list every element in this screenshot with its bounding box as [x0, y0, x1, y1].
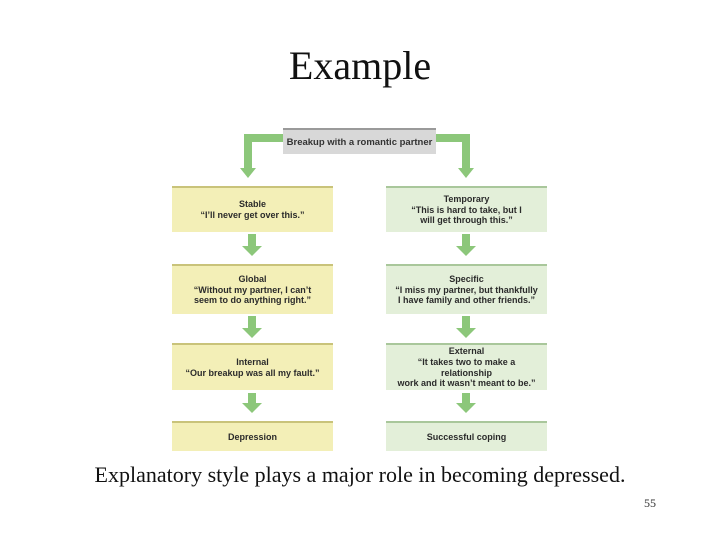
external-label: External	[448, 345, 485, 356]
stable-label: Stable	[238, 199, 266, 210]
temporary-label: Temporary	[443, 193, 490, 204]
internal-label: Internal	[236, 356, 269, 367]
root-to-temporary-arrowhead	[458, 168, 474, 178]
successful-coping-label: Successful coping	[426, 431, 507, 442]
right-arrow-2	[456, 316, 476, 338]
specific-quote: “I miss my partner, but thankfully I hav…	[395, 284, 538, 306]
stable-quote: “I’ll never get over this.”	[200, 210, 305, 220]
internal-box: Internal “Our breakup was all my fault.”	[172, 343, 333, 390]
left-arrow-2	[242, 316, 262, 338]
external-quote: “It takes two to make a relationship wor…	[397, 356, 536, 389]
root-to-stable-arrowhead	[240, 168, 256, 178]
left-arrow-1	[242, 234, 262, 256]
right-arrow-3	[456, 393, 476, 413]
internal-quote: “Our breakup was all my fault.”	[185, 367, 320, 378]
root-to-temporary-arrow	[436, 134, 470, 170]
global-quote: “Without my partner, I can’t seem to do …	[193, 284, 312, 306]
slide-title: Example	[288, 43, 432, 88]
slide-caption: Explanatory style plays a major role in …	[94, 462, 626, 487]
stable-box: Stable “I’ll never get over this.”	[172, 186, 333, 232]
temporary-box: Temporary “This is hard to take, but I w…	[386, 186, 547, 232]
page-number: 55	[644, 496, 656, 510]
specific-box: Specific “I miss my partner, but thankfu…	[386, 264, 547, 314]
temporary-quote: “This is hard to take, but I will get th…	[411, 204, 522, 226]
external-box: External “It takes two to make a relatio…	[386, 343, 547, 390]
specific-label: Specific	[449, 273, 484, 284]
global-box: Global “Without my partner, I can’t seem…	[172, 264, 333, 314]
successful-coping-box: Successful coping	[386, 421, 547, 451]
depression-label: Depression	[227, 431, 278, 442]
root-event-box: Breakup with a romantic partner	[283, 128, 436, 154]
depression-box: Depression	[172, 421, 333, 451]
left-arrow-3	[242, 393, 262, 413]
right-arrow-1	[456, 234, 476, 256]
global-label: Global	[238, 273, 267, 284]
root-to-stable-arrow	[244, 134, 283, 170]
